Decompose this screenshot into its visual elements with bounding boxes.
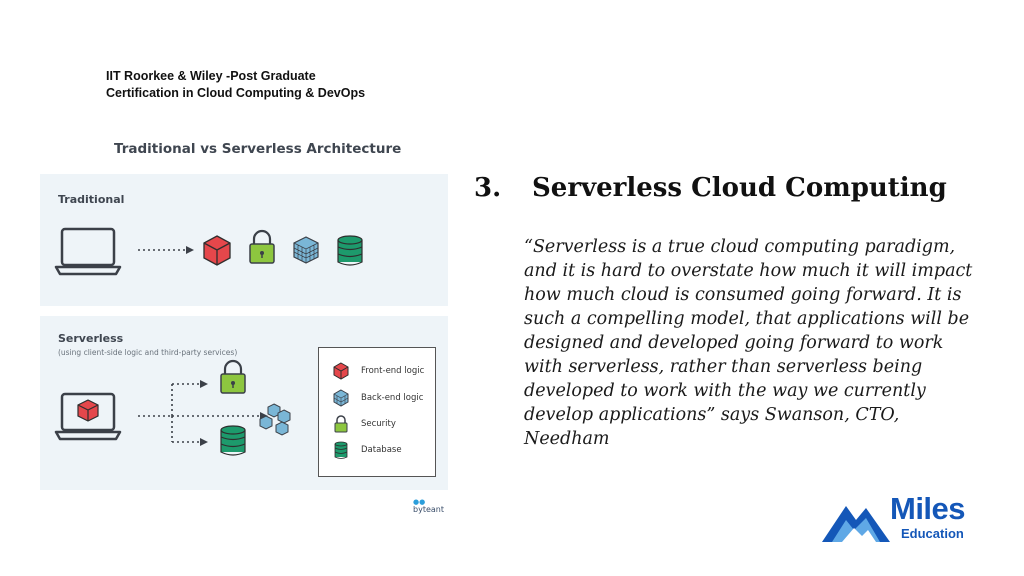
slide-number: 3. (474, 173, 502, 203)
mountain-logo-icon (822, 506, 890, 542)
serverless-diagram (54, 359, 291, 456)
legend-label: Security (361, 419, 396, 429)
grid-cube-icon (293, 236, 319, 264)
padlock-icon (334, 415, 348, 433)
credit-dots-icon: ●● (413, 498, 426, 506)
traditional-label: Traditional (58, 193, 125, 206)
cubes-cluster-icon (259, 403, 291, 436)
padlock-icon (249, 229, 275, 264)
legend: Front-end logic Back-end logic Security (318, 347, 436, 477)
laptop-icon (54, 227, 122, 276)
grid-cube-icon (333, 389, 349, 407)
database-icon (220, 425, 246, 456)
red-cube-icon (333, 362, 349, 380)
legend-item: Security (333, 414, 396, 434)
course-header-line1: IIT Roorkee & Wiley -Post Graduate (106, 69, 316, 83)
legend-label: Front-end logic (361, 366, 425, 376)
logo-subtitle: Education (901, 526, 964, 541)
padlock-icon (220, 359, 246, 394)
database-icon (337, 235, 363, 266)
legend-item: Front-end logic (333, 361, 424, 381)
legend-label: Back-end logic (361, 393, 424, 403)
slide-heading: 3. Serverless Cloud Computing (474, 173, 947, 203)
byteant-credit: ●● byteant (413, 498, 444, 514)
traditional-panel: Traditional (40, 174, 448, 306)
red-cube-icon (203, 235, 231, 266)
slide-quote: “Serverless is a true cloud computing pa… (524, 237, 973, 449)
serverless-label: Serverless (58, 332, 124, 345)
architecture-figure: Traditional vs Serverless Architecture T… (40, 136, 452, 526)
figure-title: Traditional vs Serverless Architecture (114, 141, 402, 157)
legend-item: Database (333, 440, 402, 460)
arrow-icon (138, 246, 194, 254)
course-header-line2: Certification in Cloud Computing & DevOp… (106, 86, 366, 100)
miles-education-logo: Miles Education (820, 491, 980, 546)
credit-text: byteant (413, 505, 444, 514)
database-icon (334, 441, 348, 459)
branching-arrows-icon (138, 383, 260, 443)
traditional-diagram (54, 227, 363, 276)
legend-label: Database (361, 445, 402, 455)
slide-title: Serverless Cloud Computing (532, 173, 947, 203)
course-header: IIT Roorkee & Wiley -Post Graduate Certi… (106, 68, 365, 102)
logo-name: Miles (890, 491, 966, 526)
serverless-panel: Serverless (using client-side logic and … (40, 316, 448, 490)
serverless-subtitle: (using client-side logic and third-party… (58, 348, 238, 357)
legend-item: Back-end logic (333, 388, 423, 408)
laptop-icon (54, 392, 122, 441)
